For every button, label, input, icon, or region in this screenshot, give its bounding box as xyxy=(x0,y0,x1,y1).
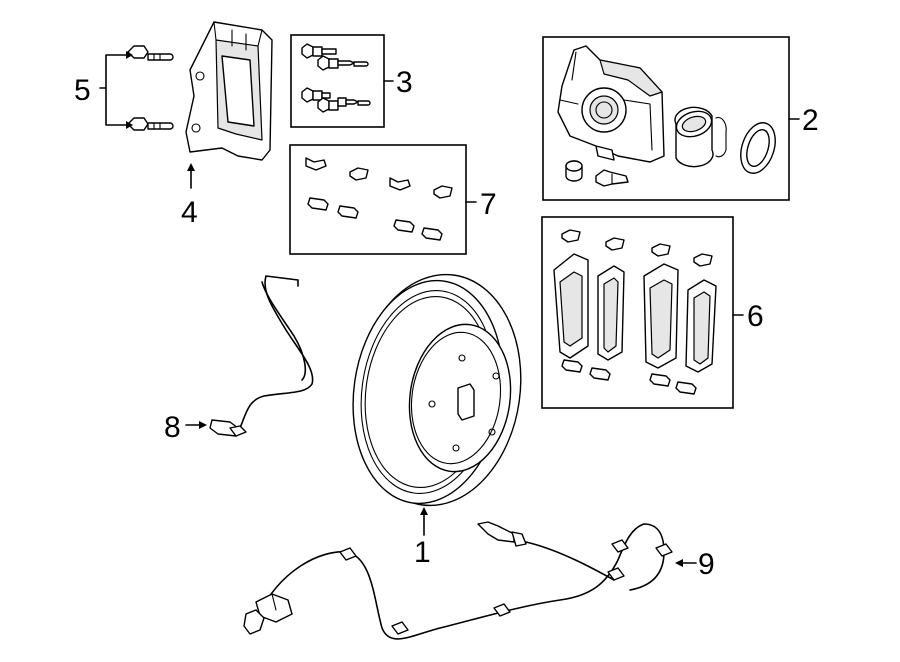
caliper-small-parts xyxy=(565,160,629,187)
callout-1: 1 xyxy=(414,536,431,569)
pad-1 xyxy=(553,253,589,359)
clip-row-upper xyxy=(305,157,453,199)
callout-2: 2 xyxy=(802,104,819,137)
bolt-upper xyxy=(127,45,174,61)
clip-row-lower xyxy=(307,197,443,241)
callout-5: 5 xyxy=(74,74,91,107)
leader-9 xyxy=(675,559,697,567)
abs-sensor-part-9[interactable] xyxy=(243,521,673,640)
hardware-clips-part-7[interactable] xyxy=(289,144,477,255)
piston-seal xyxy=(740,122,776,174)
abs-connector xyxy=(243,593,293,635)
pad-clips-top xyxy=(561,229,713,267)
pad-2 xyxy=(597,265,625,361)
part-box-6 xyxy=(541,216,734,409)
callout-7: 7 xyxy=(480,188,497,221)
pin-set-lower xyxy=(301,87,371,113)
callout-8: 8 xyxy=(164,411,181,444)
pad-3 xyxy=(643,263,679,369)
bolts-part-5[interactable] xyxy=(99,45,174,131)
caliper-piston xyxy=(674,106,727,168)
pad-4 xyxy=(685,279,717,373)
pad-clips-bottom xyxy=(561,359,697,395)
brake-rotor-part-1[interactable] xyxy=(339,264,535,517)
leader-4 xyxy=(187,163,195,189)
leader-1 xyxy=(420,507,428,536)
part-box-7 xyxy=(289,144,467,255)
callout-9: 9 xyxy=(698,548,715,581)
wear-sensor-part-8[interactable] xyxy=(209,275,314,437)
caliper-bracket-part-4[interactable] xyxy=(185,21,273,161)
brake-pads-part-6[interactable] xyxy=(541,216,744,409)
leader-8 xyxy=(185,421,207,429)
callout-6: 6 xyxy=(747,300,764,333)
callout-3: 3 xyxy=(396,66,413,99)
pin-set-upper xyxy=(301,43,369,71)
callout-4: 4 xyxy=(181,196,198,229)
bolt-lower xyxy=(127,117,174,131)
caliper-body xyxy=(557,45,665,163)
caliper-assembly-part-2[interactable] xyxy=(542,36,800,201)
guide-pins-part-3[interactable] xyxy=(290,34,394,128)
bracket-leader-5 xyxy=(99,51,133,129)
